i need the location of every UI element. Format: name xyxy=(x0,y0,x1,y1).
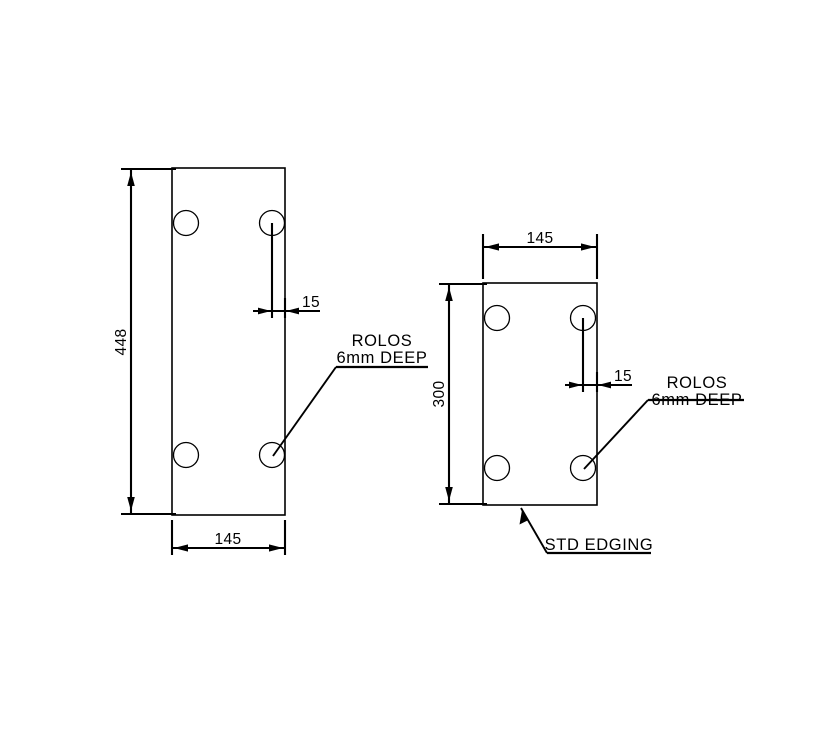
right-hole-top-left xyxy=(483,304,511,332)
right-width-dimension: 145 xyxy=(481,230,599,279)
left-rolos-note: ROLOS 6mm DEEP xyxy=(272,332,428,457)
left-rolos-label-line2: 6mm DEEP xyxy=(337,349,428,367)
left-height-arrow-top xyxy=(127,172,135,186)
left-offset-label: 15 xyxy=(302,294,320,311)
right-width-arrow-left xyxy=(485,243,499,251)
left-offset-arrow-inner xyxy=(258,307,271,315)
left-rolos-leader-diagonal xyxy=(272,366,337,457)
right-rolos-label-line1: ROLOS xyxy=(667,374,728,392)
left-width-label: 145 xyxy=(214,531,241,548)
right-part-group: 145 300 15 xyxy=(431,230,744,555)
left-part-group: 448 145 15 xyxy=(113,167,428,555)
right-hole-bottom-right xyxy=(569,454,597,482)
right-offset-label: 15 xyxy=(614,368,632,385)
left-offset-dimension: 15 xyxy=(253,223,320,318)
right-hole-bottom-left xyxy=(483,454,511,482)
right-rolos-leader-diagonal xyxy=(583,399,649,470)
left-hole-bottom-right xyxy=(258,441,286,469)
right-offset-arrow-outer xyxy=(598,381,611,389)
right-part-outline xyxy=(482,282,598,506)
left-hole-bottom-left xyxy=(172,441,200,469)
left-height-arrow-bottom xyxy=(127,497,135,511)
right-rolos-label-line2: 6mm DEEP xyxy=(652,391,743,409)
left-hole-top-left xyxy=(172,209,200,237)
left-rolos-label-line1: ROLOS xyxy=(352,332,413,350)
right-height-arrow-bottom xyxy=(445,487,453,501)
right-rolos-note: ROLOS 6mm DEEP xyxy=(583,374,744,470)
right-height-dimension: 300 xyxy=(431,282,487,506)
right-height-label: 300 xyxy=(431,380,448,407)
left-width-arrow-right xyxy=(269,544,283,552)
left-part-outline xyxy=(171,167,286,516)
left-offset-arrow-outer xyxy=(286,307,299,315)
left-height-dimension: 448 xyxy=(113,167,176,516)
left-width-arrow-left xyxy=(174,544,188,552)
right-offset-dimension: 15 xyxy=(565,318,632,392)
edging-label: STD EDGING xyxy=(545,536,654,554)
right-offset-arrow-inner xyxy=(569,381,582,389)
right-width-arrow-right xyxy=(581,243,595,251)
left-width-dimension: 145 xyxy=(170,520,287,555)
left-height-label: 448 xyxy=(113,328,130,355)
right-edging-note: STD EDGING xyxy=(519,507,654,555)
right-width-label: 145 xyxy=(526,230,553,247)
edging-leader-diagonal xyxy=(520,507,548,554)
right-height-arrow-top xyxy=(445,287,453,301)
edging-leader-arrow xyxy=(519,510,528,525)
